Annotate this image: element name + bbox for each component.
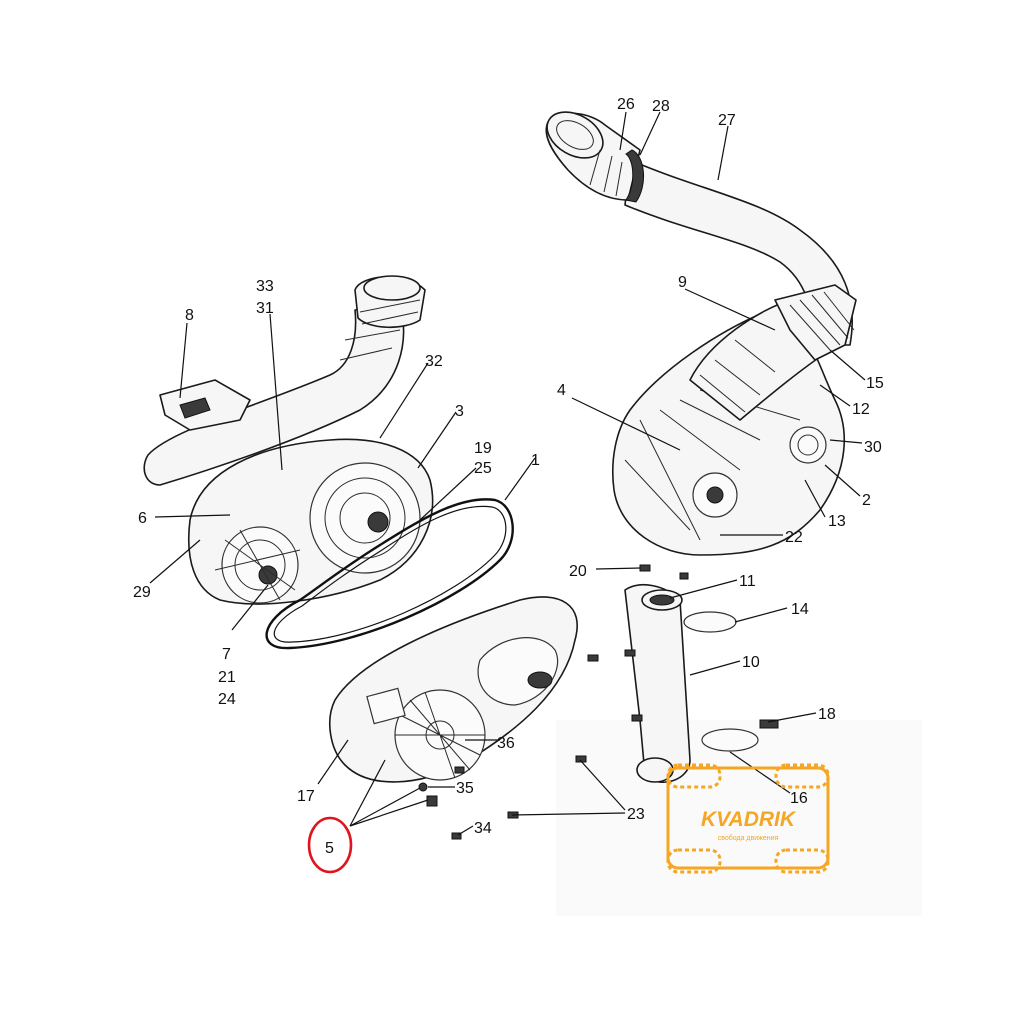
clamp-28 — [625, 149, 645, 203]
washer-35 — [418, 782, 428, 792]
callout-6: 6 — [138, 510, 147, 527]
inner-clutch-cover — [611, 284, 857, 556]
callout-31: 31 — [256, 300, 274, 317]
callout-21: 21 — [218, 669, 236, 686]
driven-clutch-3 — [309, 462, 421, 574]
callout-4: 4 — [557, 382, 566, 399]
callout-32: 32 — [425, 353, 443, 370]
intake-duct-27 — [624, 159, 853, 346]
callout-16: 16 — [790, 790, 808, 807]
exhaust-duct-10 — [624, 584, 779, 784]
drive-belt-1 — [265, 498, 514, 650]
callout-23: 23 — [627, 806, 645, 823]
watermark-brand: KVADRIK — [701, 808, 797, 831]
callout-1: 1 — [531, 452, 540, 469]
callout-9: 9 — [678, 274, 687, 291]
callout-25: 25 — [474, 460, 492, 477]
watermark-panel — [556, 720, 922, 916]
duct-opening — [363, 275, 421, 301]
highlight-circle — [307, 816, 353, 874]
watermark-frame — [666, 766, 830, 870]
callout-3: 3 — [455, 403, 464, 420]
callout-10: 10 — [742, 654, 760, 671]
air-duct — [143, 304, 405, 486]
callout-8: 8 — [185, 307, 194, 324]
callout-12: 12 — [852, 401, 870, 418]
callout-28: 28 — [652, 98, 670, 115]
driven-clutch-hub — [367, 511, 389, 533]
callout-5: 5 — [325, 840, 334, 857]
leader-lines — [149, 111, 866, 836]
callout-11: 11 — [739, 573, 756, 590]
callout-20: 20 — [569, 563, 587, 580]
callout-36: 36 — [497, 735, 515, 752]
tire-tread-icon — [666, 763, 830, 874]
vent-screen-15 — [774, 284, 857, 361]
callout-15: 15 — [866, 375, 884, 392]
callout-24: 24 — [218, 691, 236, 708]
screw-18 — [759, 719, 779, 729]
callout-30: 30 — [864, 439, 882, 456]
callout-35: 35 — [456, 780, 474, 797]
watermark-slogan: свобода движения — [718, 834, 779, 842]
screw-20 — [639, 564, 651, 572]
callout-18: 18 — [818, 706, 836, 723]
callout-19: 19 — [474, 440, 492, 457]
clamp-14 — [683, 611, 737, 633]
seal-30 — [789, 426, 827, 464]
callout-14: 14 — [791, 601, 809, 618]
kvadrik-watermark-logo: KVADRIK свобода движения — [666, 763, 830, 874]
callout-29: 29 — [133, 584, 151, 601]
outer-clutch-cover-5 — [329, 596, 578, 783]
clamp-16 — [701, 728, 759, 752]
callout-34: 34 — [474, 820, 492, 837]
callout-2: 2 — [862, 492, 871, 509]
callout-26: 26 — [617, 96, 635, 113]
clutch-assembly — [143, 275, 434, 605]
callout-17: 17 — [297, 788, 315, 805]
intake-duct-assembly — [545, 111, 853, 346]
nut-34 — [426, 795, 438, 807]
callout-27: 27 — [718, 112, 736, 129]
callout-7: 7 — [222, 646, 231, 663]
intake-boot-opening — [546, 111, 604, 159]
callout-13: 13 — [828, 513, 846, 530]
callout-33: 33 — [256, 278, 274, 295]
callout-labels: 26 28 27 9 4 15 12 30 2 13 22 20 11 14 1… — [133, 96, 884, 857]
callout-22: 22 — [785, 529, 803, 546]
